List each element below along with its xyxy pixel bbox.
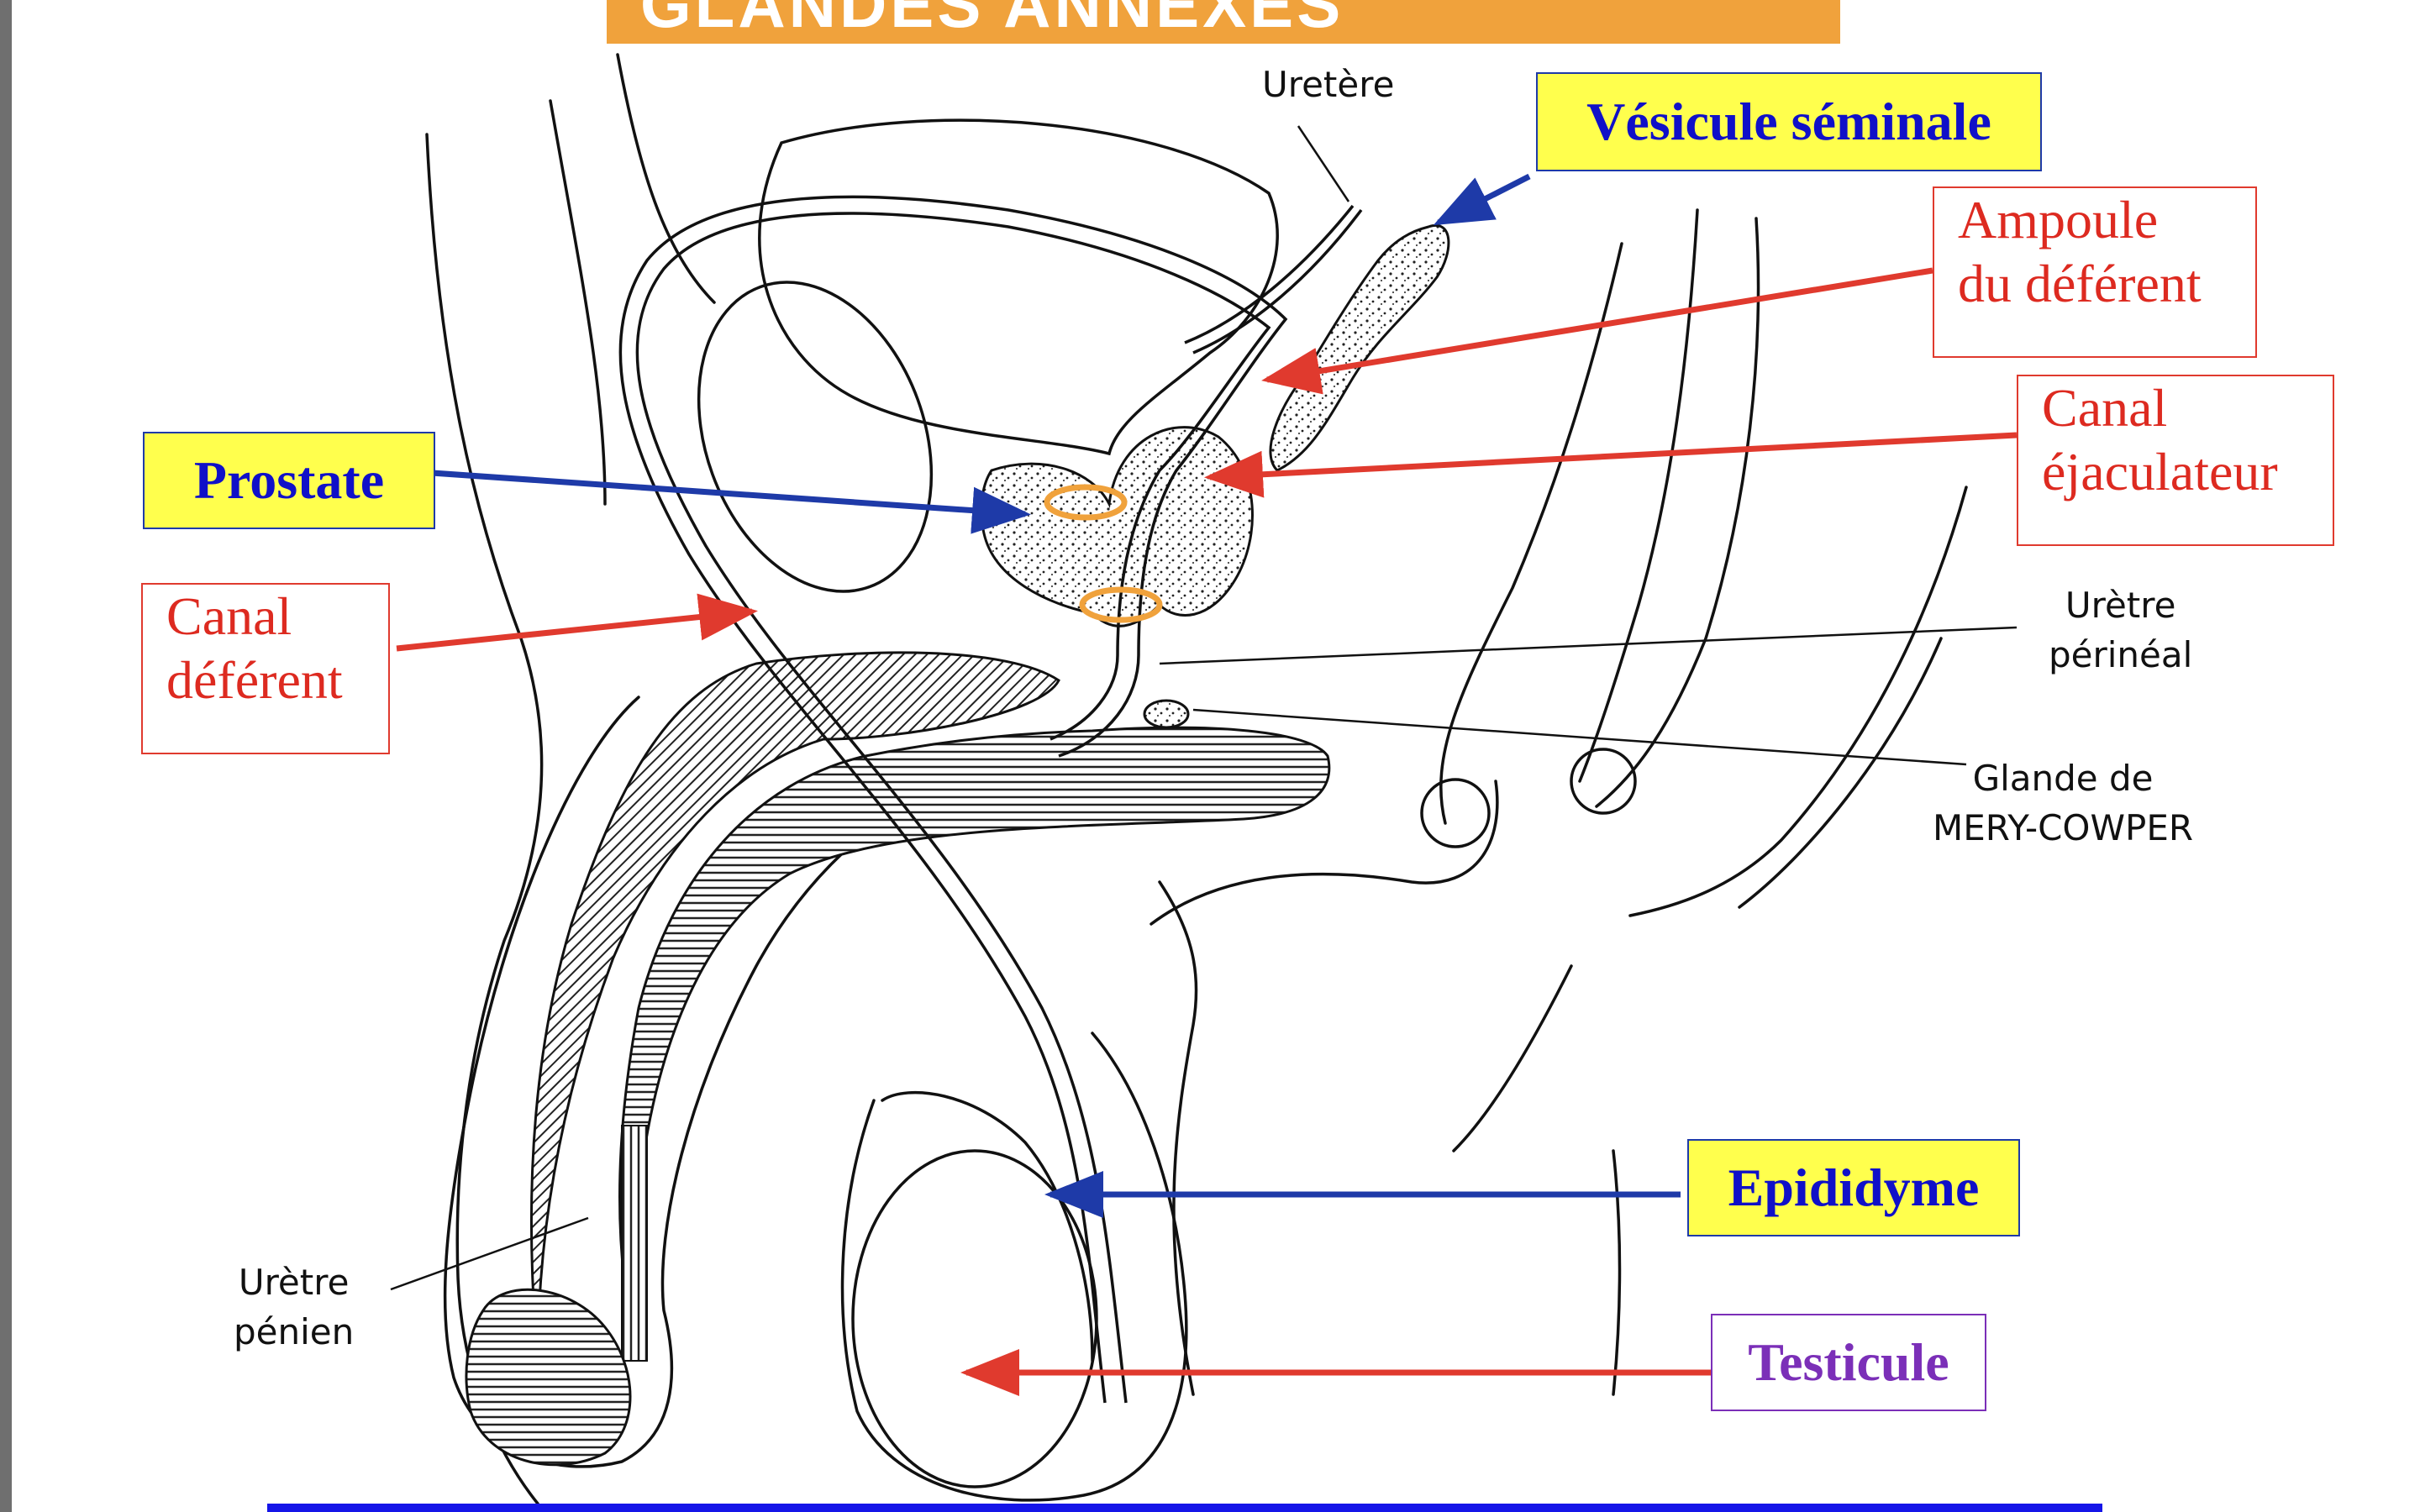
callout-testicule: Testicule [1711, 1314, 1986, 1411]
penis-outline [443, 696, 968, 1468]
penile-urethra-strip [621, 1125, 648, 1362]
callout-ampoule: Ampoule du déférent [1933, 186, 2257, 358]
thigh-back-line [1612, 1149, 1622, 1396]
label-uretre-penien: Urètre pénien [234, 1258, 354, 1357]
callout-canal-def-line1: Canal [166, 586, 292, 646]
abdominal-line [616, 53, 716, 304]
pubic-bone [697, 281, 934, 593]
label-glande-line1: Glande de [1972, 758, 2154, 799]
callout-ampoule-line2: du déférent [1958, 253, 2202, 313]
prostate-gland [980, 426, 1254, 627]
slide-title: GLANDES ANNEXES [640, 0, 1344, 41]
uretre-perineal-pointer [1159, 626, 2018, 665]
uretre-penien-pointer [390, 1216, 589, 1291]
arrow-prostate [419, 469, 1031, 534]
glans [465, 1288, 632, 1467]
rectum-wall [1578, 208, 1699, 783]
epididymis-cap [881, 1090, 1094, 1362]
label-uretere: Uretère [1262, 64, 1395, 105]
uretere-pointer [1297, 125, 1350, 202]
anal-sphincter-1 [1420, 778, 1491, 848]
callout-prostate: Prostate [143, 432, 435, 529]
bladder-outline [758, 118, 1279, 456]
callout-canal-ejaculateur: Canal éjaculateur [2017, 375, 2334, 546]
perineum-line [1150, 780, 1499, 926]
window-edge [0, 0, 12, 1512]
label-uretre-penien-line1: Urètre [238, 1262, 350, 1303]
buttock-line [1452, 964, 1573, 1152]
label-glande-line2: MERY-COWPER [1933, 806, 2194, 848]
bottom-rule [267, 1504, 2102, 1512]
arrow-canal-ejaculateur [1204, 432, 2018, 498]
cowper-gland [1143, 699, 1190, 729]
highlight-ring-upper [1044, 484, 1128, 521]
callout-canal-ejac-line1: Canal [2042, 378, 2168, 438]
thigh-line [1158, 880, 1198, 1396]
body-outline-front [425, 133, 544, 1505]
highlight-ring-lower [1079, 586, 1163, 623]
callout-epididyme: Epididyme [1687, 1139, 2020, 1236]
label-uretre-perineal-line2: périnéal [2049, 633, 2193, 675]
callout-vesicule-text: Vésicule séminale [1586, 92, 1991, 152]
callout-testicule-text: Testicule [1748, 1332, 1949, 1393]
callout-prostate-text: Prostate [193, 450, 385, 511]
ureter [1192, 208, 1363, 354]
glande-pointer [1192, 708, 1967, 766]
rectum-front [1439, 242, 1623, 825]
seminal-vesicle [1269, 223, 1450, 472]
scrotum-outline [840, 1032, 1188, 1502]
arrow-vesicule [1433, 173, 1531, 226]
corpus-cavernosum [529, 651, 1060, 1362]
label-glande-cowper: Glande de MERY-COWPER [1933, 754, 2193, 853]
pubis-line [549, 99, 607, 506]
arrow-canal-deferent [396, 593, 758, 652]
rectum-back [1595, 217, 1760, 808]
corpus-spongiosum [618, 726, 1331, 1362]
callout-vesicule-seminale: Vésicule séminale [1536, 72, 2042, 171]
title-banner: GLANDES ANNEXES [607, 0, 1840, 44]
callout-ampoule-line1: Ampoule [1958, 190, 2159, 249]
ureter-inner [1184, 204, 1355, 344]
callout-canal-deferent: Canal déférent [141, 583, 390, 754]
arrow-ampoule [1261, 267, 1933, 395]
callout-canal-ejac-line2: éjaculateur [2042, 441, 2278, 501]
anal-sphincter-2 [1570, 748, 1637, 815]
label-uretre-penien-line2: pénien [234, 1310, 355, 1352]
vas-deferens [618, 195, 1288, 1404]
label-uretre-perineal-line1: Urètre [2065, 585, 2176, 626]
coccyx-line [1738, 637, 1943, 909]
sacrum-line [1628, 486, 1968, 917]
label-uretre-perineal: Urètre périnéal [2049, 581, 2192, 680]
callout-canal-def-line2: déférent [166, 649, 343, 710]
callout-epididyme-text: Epididyme [1728, 1158, 1980, 1218]
